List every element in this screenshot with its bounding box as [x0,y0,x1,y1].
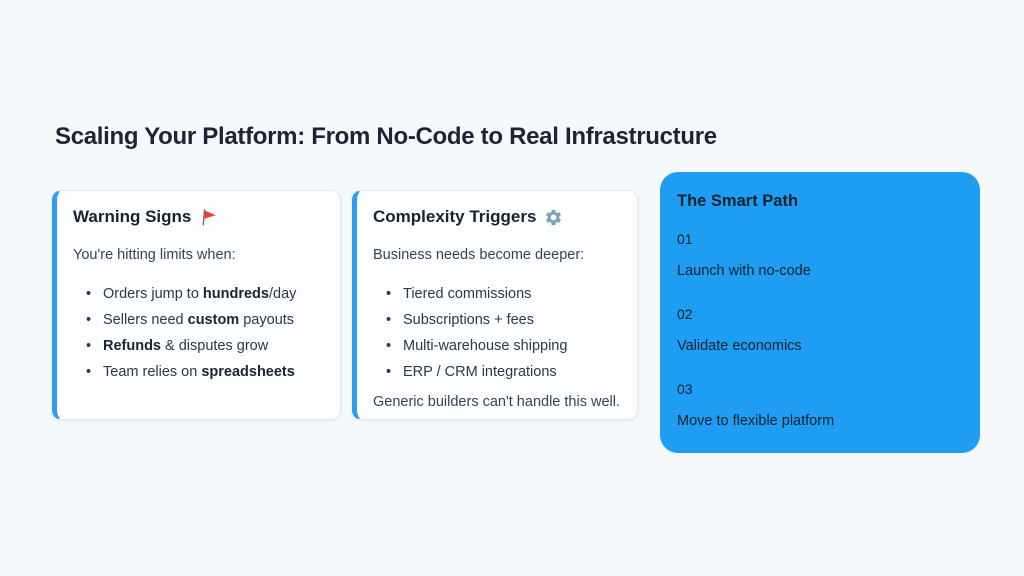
step-label: Launch with no-code [677,263,811,279]
bullet-item: Sellers need custom payouts [73,307,323,333]
bullet-item: Orders jump to hundreds/day [73,281,323,307]
bullet-item: Team relies on spreadsheets [73,359,323,385]
smart-path-step: 03 Move to flexible platform [677,381,963,430]
warning-card-title: Warning Signs [73,206,323,228]
warning-signs-card: Warning Signs You're hitting limits when… [52,190,341,420]
warning-intro: You're hitting limits when: [73,247,236,263]
smart-path-card: The Smart Path 01 Launch with no-code 02… [660,172,980,453]
step-number: 02 [677,306,693,322]
bullet-item: Refunds & disputes grow [73,333,323,359]
warning-card-title-text: Warning Signs [73,207,192,226]
bullet-item: Subscriptions + fees [373,307,620,333]
step-label: Move to flexible platform [677,413,835,429]
step-number: 01 [677,231,693,247]
red-flag-icon [199,208,218,227]
bullet-item: ERP / CRM integrations [373,359,620,385]
smart-path-step: 01 Launch with no-code [677,231,963,280]
complexity-footer-note: Generic builders can't handle this well. [373,394,620,410]
complexity-bullet-list: Tiered commissions Subscriptions + fees … [373,281,620,385]
bullet-item: Tiered commissions [373,281,620,307]
step-label: Validate economics [677,338,802,354]
bullet-item: Multi-warehouse shipping [373,333,620,359]
smart-path-title: The Smart Path [677,192,799,210]
gear-icon [544,208,563,227]
smart-path-step: 02 Validate economics [677,306,963,355]
page-title: Scaling Your Platform: From No-Code to R… [55,123,717,150]
step-number: 03 [677,381,693,397]
complexity-card-title-text: Complexity Triggers [373,207,537,226]
complexity-triggers-card: Complexity Triggers Business needs becom… [352,190,638,420]
warning-bullet-list: Orders jump to hundreds/day Sellers need… [73,281,323,385]
complexity-intro: Business needs become deeper: [373,247,585,263]
complexity-card-title: Complexity Triggers [373,206,620,228]
